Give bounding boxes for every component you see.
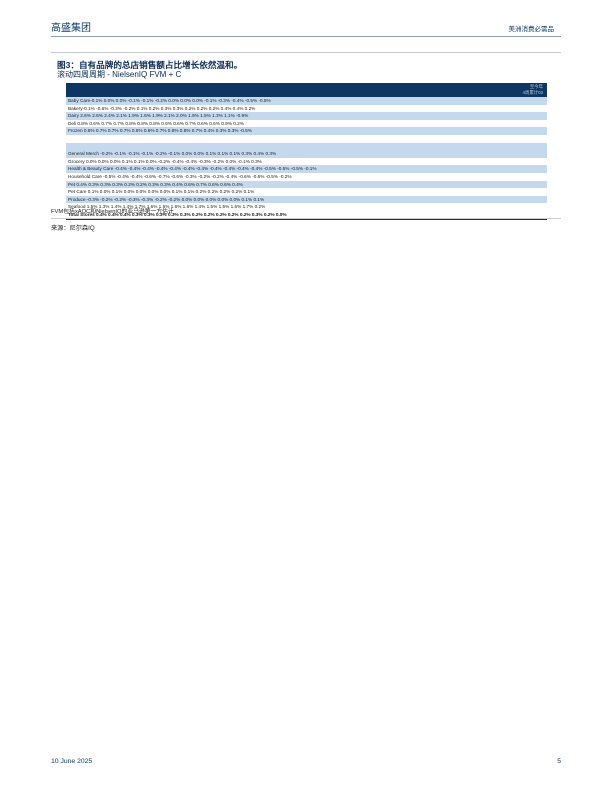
- table-row: Pet 0.4% 0.3% 0.3% 0.3% 0.2% 0.2% 0.3% 0…: [66, 180, 547, 189]
- table-row: Baby Care-0.1% 0.0% 0.0% -0.1% -0.1% -0.…: [66, 97, 547, 105]
- header-divider: [51, 36, 561, 37]
- table-header: 至今年 4周累计03: [66, 83, 547, 97]
- table-group-2: General Merch -0.2% -0.1% -0.1% -0.1% -0…: [66, 150, 547, 211]
- table-row: Produce -0.3% -0.2% -0.2% -0.3% -0.3% -0…: [66, 195, 547, 204]
- table-row: Household Care -0.5% -0.4% -0.4% -0.6% -…: [68, 173, 292, 179]
- table-row: General Merch -0.2% -0.1% -0.1% -0.1% -0…: [66, 150, 547, 158]
- table-total-row: Total Stores 0.4% 0.4% 0.4% 0.3% 0.3% 0.…: [68, 211, 287, 217]
- table-row: Deli 0.8% 0.6% 0.7% 0.7% 0.8% 0.8% 0.8% …: [68, 120, 244, 126]
- table-row: Dairy 2.6% 2.6% 2.4% 2.1% 1.9% 1.6% 1.9%…: [66, 112, 547, 120]
- table-row: Frozen 0.6% 0.7% 0.7% 0.7% 0.6% 0.6% 0.7…: [66, 127, 547, 135]
- column-header-line2: 4周累计03: [522, 90, 544, 95]
- table-row: Pet Care 0.1% 0.0% 0.1% 0.0% 0.0% 0.0% 0…: [68, 189, 255, 195]
- company-name: 高盛集团: [51, 23, 91, 34]
- table-row: Seafood 1.5% 1.3% 1.4% 1.4% 1.7% 1.6% 1.…: [68, 204, 266, 210]
- table-spacer: [66, 142, 547, 151]
- figure-title: 图3：自有品牌的总店销售额占比增长依然温和。: [57, 60, 243, 70]
- report-section: 美洲消费必需品: [508, 26, 555, 33]
- source-line: 来源：尼尔森IQ: [51, 225, 95, 232]
- table-row: Health & Beauty Care -0.4% -0.4% -0.4% -…: [66, 165, 547, 173]
- figure-bottom-rule: [51, 218, 561, 219]
- figure-top-rule: [51, 52, 561, 53]
- table-group-1: Baby Care-0.1% 0.0% 0.0% -0.1% -0.1% -0.…: [66, 97, 547, 135]
- table-row: Grocery 0.0% 0.0% 0.0% 0.1% 0.1% 0.0% -0…: [68, 158, 262, 164]
- page-number: 5: [557, 758, 561, 765]
- figure-subtitle: 滚动四周周期 - NielsenIQ FVM + C: [57, 70, 182, 79]
- table-row: Bakery-0.1% -0.6% -0.3% -0.2% 0.1% 0.2% …: [68, 105, 256, 111]
- table-spacer: [66, 135, 547, 143]
- table-bottom-rule: [66, 218, 547, 220]
- column-header-line1: 至今年: [529, 84, 543, 89]
- figure-note: FVM包括xAOC和NielsenIQ的亚马逊第一方估计: [51, 209, 174, 215]
- data-table: 至今年 4周累计03 Baby Care-0.1% 0.0% 0.0% -0.1…: [66, 83, 547, 220]
- footer-date: 10 June 2025: [51, 758, 93, 765]
